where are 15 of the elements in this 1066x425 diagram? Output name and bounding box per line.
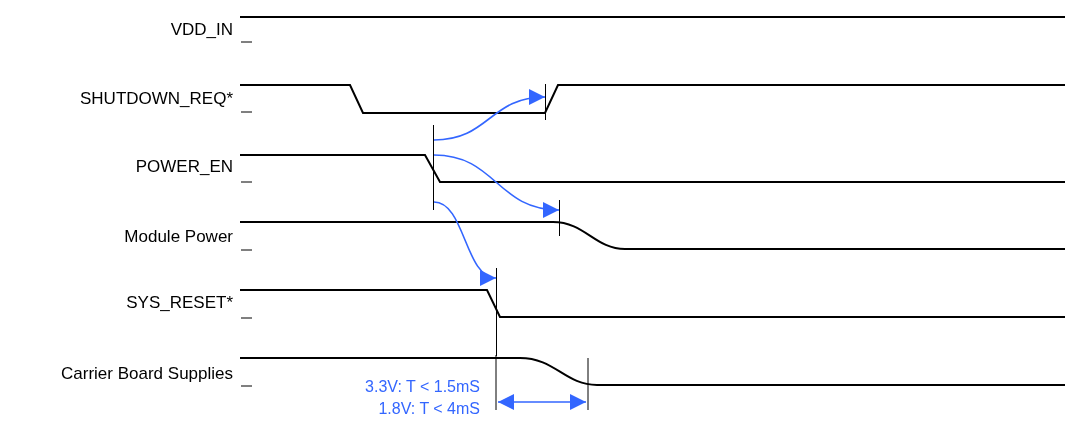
marker-line (559, 200, 560, 236)
arrow (433, 201, 497, 283)
timing-note: 3.3V: T < 1.5mS (365, 377, 480, 397)
timing-note: 1.8V: T < 4mS (378, 399, 480, 419)
signal-name: POWER_EN (135, 157, 233, 177)
arrow (433, 90, 546, 141)
signal-name: Module Power (124, 227, 233, 247)
marker-line (496, 268, 497, 356)
signal-name: SYS_RESET* (126, 293, 233, 313)
arrow (433, 154, 560, 217)
marker-line (545, 84, 546, 120)
signal-name: VDD_IN (170, 20, 233, 40)
signal-name: SHUTDOWN_REQ* (80, 89, 233, 109)
signal-name: Carrier Board Supplies (61, 364, 233, 384)
marker-line (433, 125, 434, 210)
